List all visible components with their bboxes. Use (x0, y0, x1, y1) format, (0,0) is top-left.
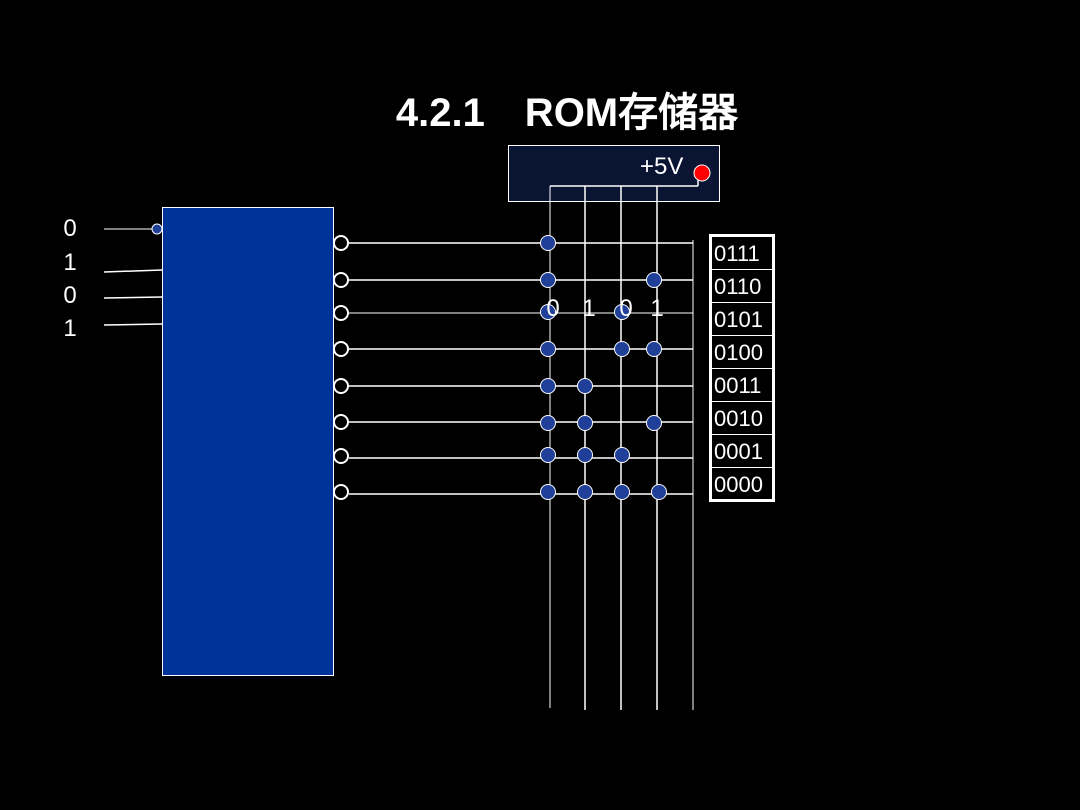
diode-node (540, 272, 556, 288)
output-value-table: 0111 0110 0101 0100 0011 0010 0001 0000 (709, 234, 775, 502)
bit-label-d1: 0 (619, 295, 633, 322)
decoder-output-node (333, 484, 349, 500)
address-input-a1: 0 (63, 282, 77, 309)
diode-node (577, 378, 593, 394)
diode-node (651, 484, 667, 500)
diode-node (614, 341, 630, 357)
output-value-cell: 0101 (712, 303, 772, 336)
address-input-a2: 1 (63, 249, 77, 276)
decoder-output-node (333, 414, 349, 430)
bit-label-d0: 1 (650, 295, 664, 322)
output-value-cell: 0100 (712, 336, 772, 369)
output-value-cell: 0010 (712, 402, 772, 435)
power-indicator-icon (693, 164, 711, 182)
output-value-cell: 0111 (712, 237, 772, 270)
output-value-cell: 0001 (712, 435, 772, 468)
diode-node (614, 484, 630, 500)
diode-node (540, 484, 556, 500)
bit-label-d2: 1 (582, 295, 596, 322)
decoder-output-node (333, 235, 349, 251)
output-value-cell: 0000 (714, 472, 763, 497)
address-input-a0: 1 (63, 315, 77, 342)
output-value-cell: 0110 (712, 270, 772, 303)
power-label: +5V (640, 153, 684, 180)
diode-node (577, 415, 593, 431)
address-line-3 (103, 323, 163, 326)
diode-node (646, 272, 662, 288)
decoder-output-node (333, 341, 349, 357)
power-supply-box (508, 145, 720, 202)
bit-label-d3: 0 (546, 295, 560, 322)
decoder-output-node (333, 448, 349, 464)
diode-node (540, 415, 556, 431)
diode-node (540, 341, 556, 357)
word-lines (349, 242, 693, 495)
input-node (151, 223, 163, 235)
diode-node (577, 484, 593, 500)
decoder-output-node (333, 305, 349, 321)
diode-nodes (540, 235, 667, 500)
diode-node (540, 235, 556, 251)
diode-node (614, 304, 630, 320)
diode-node (540, 304, 556, 320)
address-input-a3: 0 (63, 215, 77, 242)
address-line-1 (103, 269, 163, 273)
decoder-output-node (333, 378, 349, 394)
slide-title: 4.2.1 ROM存储器 (395, 91, 739, 135)
decoder-output-node (333, 272, 349, 288)
diode-node (646, 415, 662, 431)
address-decoder-block (162, 207, 334, 676)
diode-node (540, 447, 556, 463)
diode-node (614, 447, 630, 463)
decoder-outputs (333, 235, 349, 500)
diode-node (540, 378, 556, 394)
address-line-2 (103, 296, 163, 299)
diode-node (646, 341, 662, 357)
diode-node (577, 447, 593, 463)
output-value-cell: 0011 (712, 369, 772, 402)
